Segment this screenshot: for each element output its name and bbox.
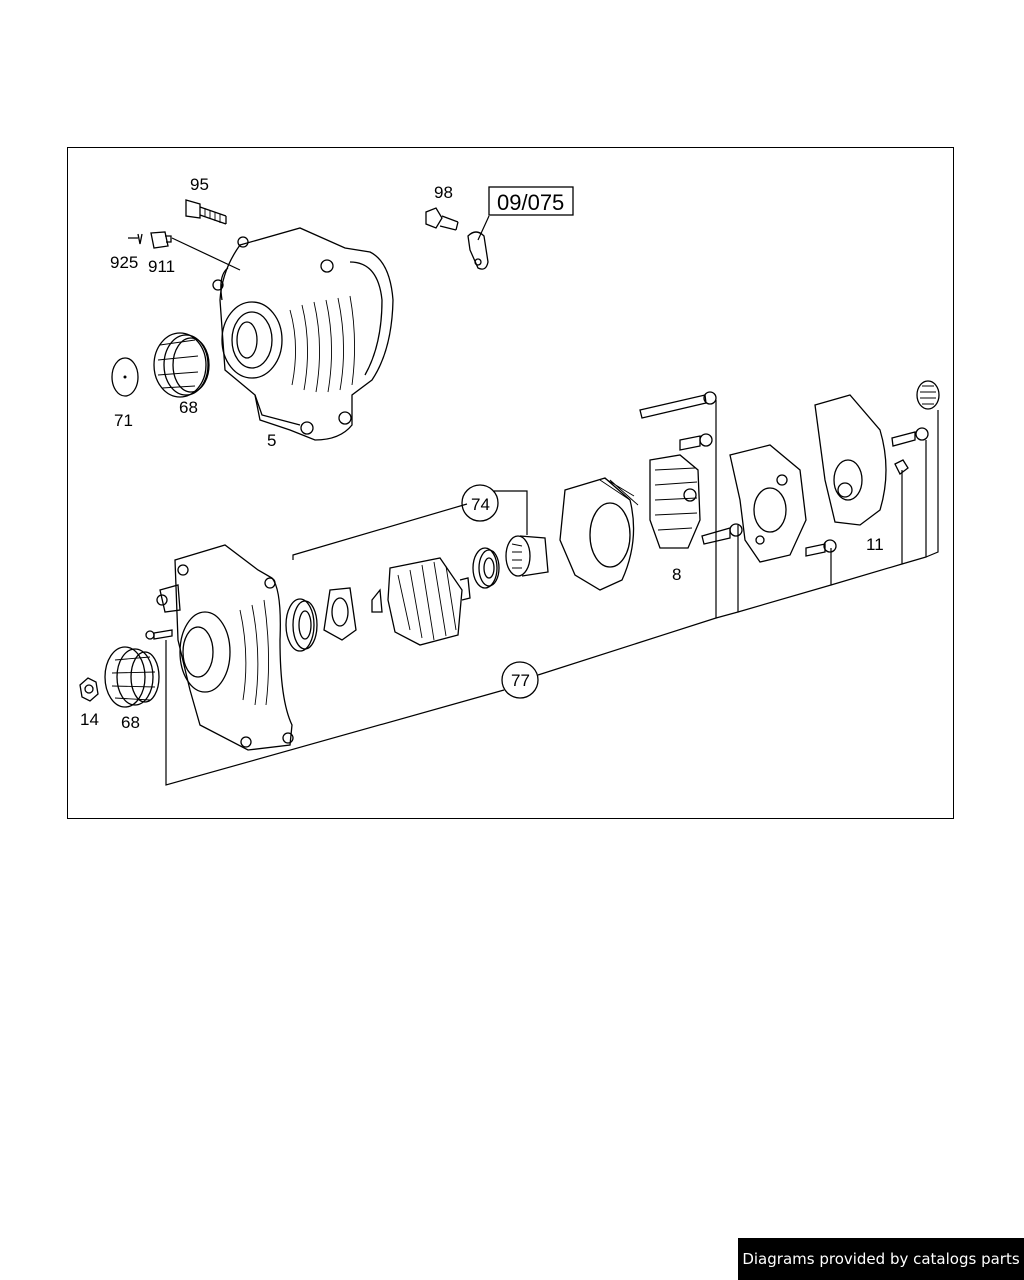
screw-front[interactable] xyxy=(145,629,173,640)
ref-box-09-075 xyxy=(488,186,574,216)
bracket-09-075[interactable] xyxy=(467,231,489,270)
regulator-8[interactable] xyxy=(649,454,701,549)
nut-14[interactable] xyxy=(79,677,99,702)
front-housing[interactable] xyxy=(156,544,294,751)
catalog-credit-banner: Diagrams provided by catalogs parts xyxy=(738,1238,1024,1280)
callout-circle-77 xyxy=(501,661,539,699)
bolt-cover-b[interactable] xyxy=(805,539,837,557)
label-77: 77 xyxy=(511,671,530,690)
cap-cover[interactable] xyxy=(916,380,940,410)
bolt-98[interactable] xyxy=(425,207,459,231)
bolt-regulator[interactable] xyxy=(679,433,713,451)
stator[interactable] xyxy=(559,477,639,591)
label-68-top: 68 xyxy=(179,398,198,417)
rotor[interactable] xyxy=(371,557,471,646)
label-74: 74 xyxy=(471,495,490,514)
bearing-rear[interactable] xyxy=(472,547,500,589)
bearing-front[interactable] xyxy=(285,598,318,652)
pulley-68-top[interactable] xyxy=(153,332,210,398)
label-71: 71 xyxy=(114,411,133,430)
long-bolt[interactable] xyxy=(639,391,717,419)
bolt-stator[interactable] xyxy=(701,523,743,545)
label-925: 925 xyxy=(110,253,138,272)
bolt-95[interactable] xyxy=(185,199,227,225)
label-14: 14 xyxy=(80,710,99,729)
diagram-frame xyxy=(67,147,954,819)
label-11: 11 xyxy=(866,535,884,554)
slip-ring[interactable] xyxy=(505,535,549,577)
label-8: 8 xyxy=(672,565,681,584)
nut-cover[interactable] xyxy=(894,459,909,475)
label-09-075: 09/075 xyxy=(497,190,564,215)
cap-71[interactable] xyxy=(111,357,139,397)
label-68-bottom: 68 xyxy=(121,713,140,732)
retainer-plate[interactable] xyxy=(323,587,357,641)
rear-cover-11[interactable] xyxy=(814,394,887,526)
pulley-68-bottom[interactable] xyxy=(104,646,160,708)
label-911: 911 xyxy=(148,257,175,276)
pin-925[interactable] xyxy=(128,233,143,245)
callout-circle-74 xyxy=(461,484,499,522)
rectifier[interactable] xyxy=(729,444,807,563)
label-98: 98 xyxy=(434,183,453,202)
bolt-cover-a[interactable] xyxy=(891,427,929,447)
label-95: 95 xyxy=(190,175,209,194)
label-5: 5 xyxy=(267,431,276,450)
connector-911[interactable] xyxy=(150,231,172,249)
alternator-assembly[interactable] xyxy=(212,227,394,441)
